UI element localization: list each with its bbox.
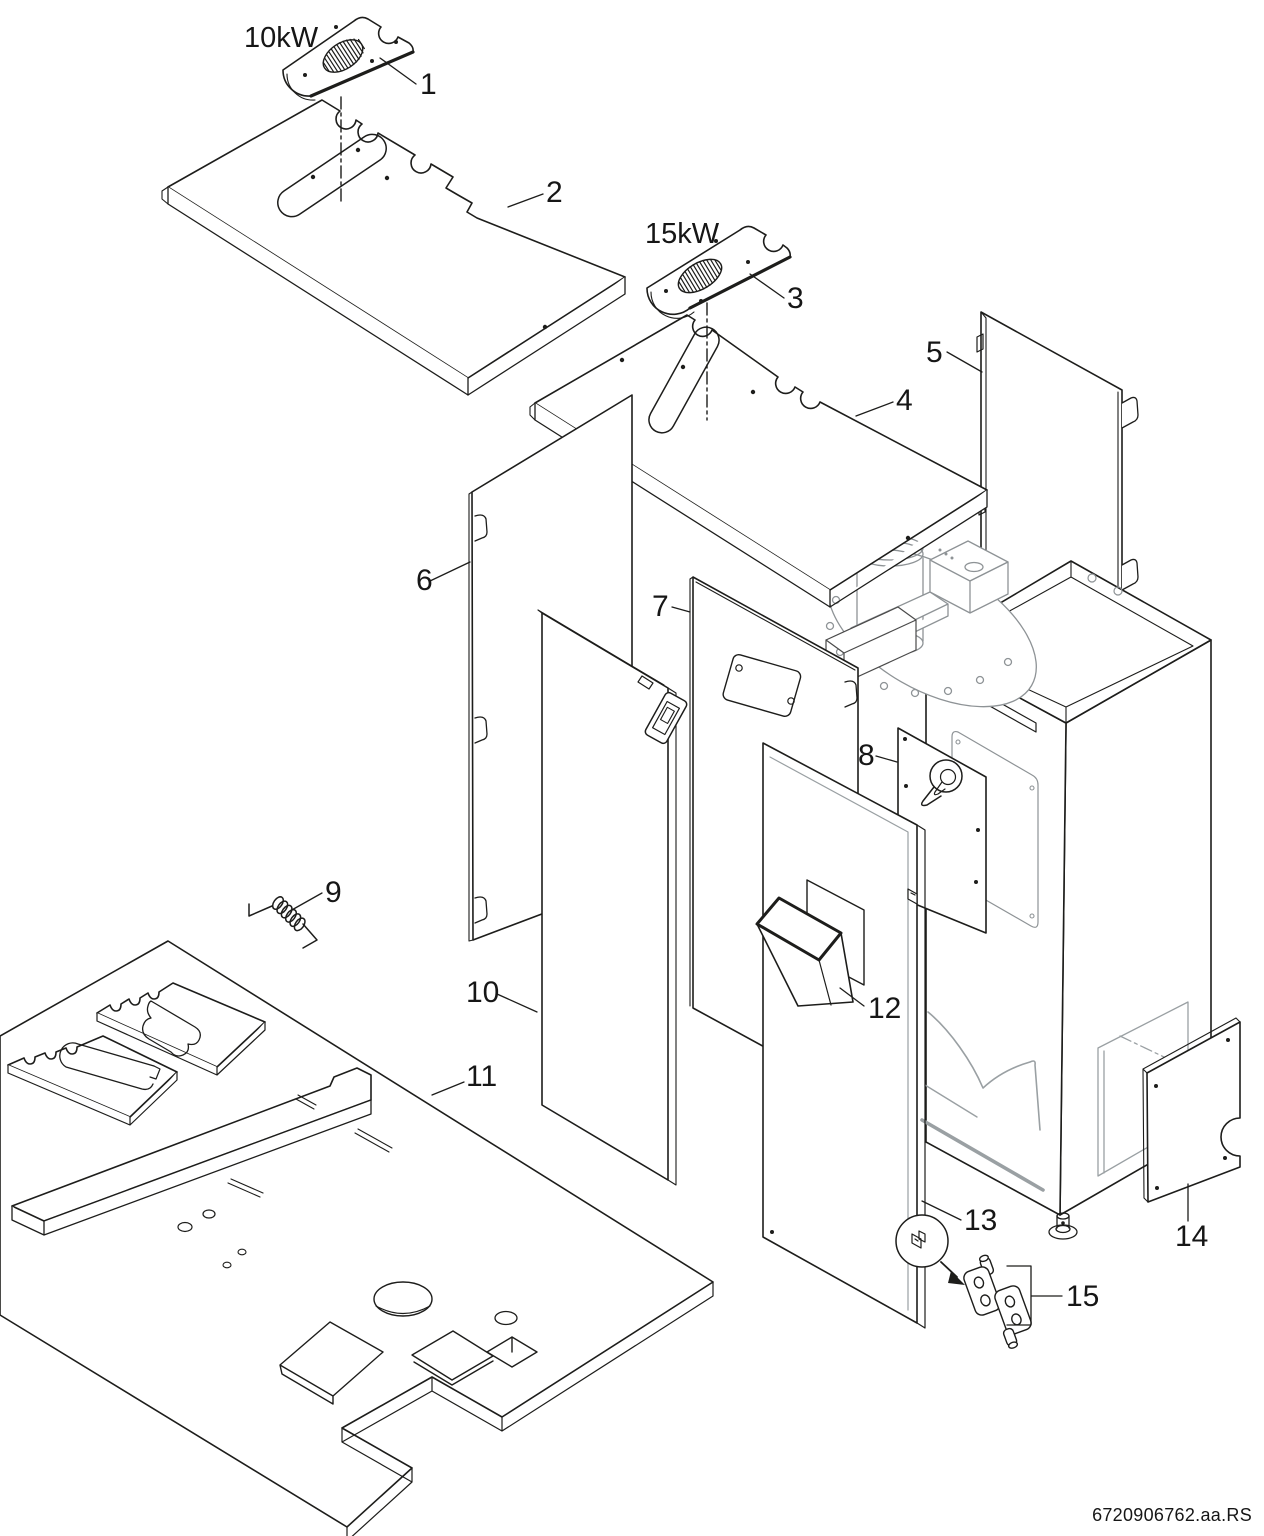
part-3-burner-cover-15kw (646, 225, 792, 421)
leader-lines (289, 57, 1189, 1222)
power-switch (644, 691, 688, 745)
part-label-12: 12 (868, 992, 902, 1025)
part-11-base-panel (0, 940, 714, 1536)
grille-hatch-icon (677, 258, 723, 294)
insulation-piece-rear (96, 982, 266, 1076)
part-label-3: 3 (787, 282, 804, 315)
part-label-2: 2 (546, 176, 563, 209)
part-12-chute (755, 896, 854, 1007)
variant-label-10kw: 10kW (244, 22, 319, 54)
part-9-spring (248, 896, 318, 949)
document-code: 6720906762.aa.RS (1092, 1505, 1252, 1525)
part-label-14: 14 (1175, 1220, 1209, 1253)
part-label-4: 4 (896, 384, 913, 417)
part-label-1: 1 (420, 68, 437, 101)
part-label-6: 6 (416, 564, 433, 597)
insulation-piece-front (7, 1035, 178, 1126)
keyhole-icon (920, 759, 963, 807)
part-label-10: 10 (466, 976, 500, 1009)
part-label-11: 11 (466, 1060, 498, 1093)
hinge-detail-callout (895, 1214, 965, 1285)
grille-hatch-icon (322, 38, 365, 73)
base-support-rail (11, 1067, 372, 1236)
flange-bolt-icons (825, 595, 1013, 698)
part-label-7: 7 (652, 590, 669, 623)
part-label-15: 15 (1066, 1280, 1100, 1313)
part-1-burner-cover-10kw (282, 16, 415, 202)
part-14-bottom-panel (1142, 1017, 1241, 1203)
part-label-13: 13 (964, 1204, 998, 1237)
part-label-8: 8 (858, 739, 875, 772)
part-15-hinges (963, 1254, 1063, 1349)
part-13-front-door (762, 742, 926, 1329)
part-label-9: 9 (325, 876, 342, 909)
part-2-top-panel (161, 99, 626, 396)
part-label-5: 5 (926, 336, 943, 369)
part-10-side-panel (537, 609, 688, 1186)
variant-label-15kw: 15kW (645, 218, 720, 250)
adjustable-foot (1048, 1212, 1078, 1240)
